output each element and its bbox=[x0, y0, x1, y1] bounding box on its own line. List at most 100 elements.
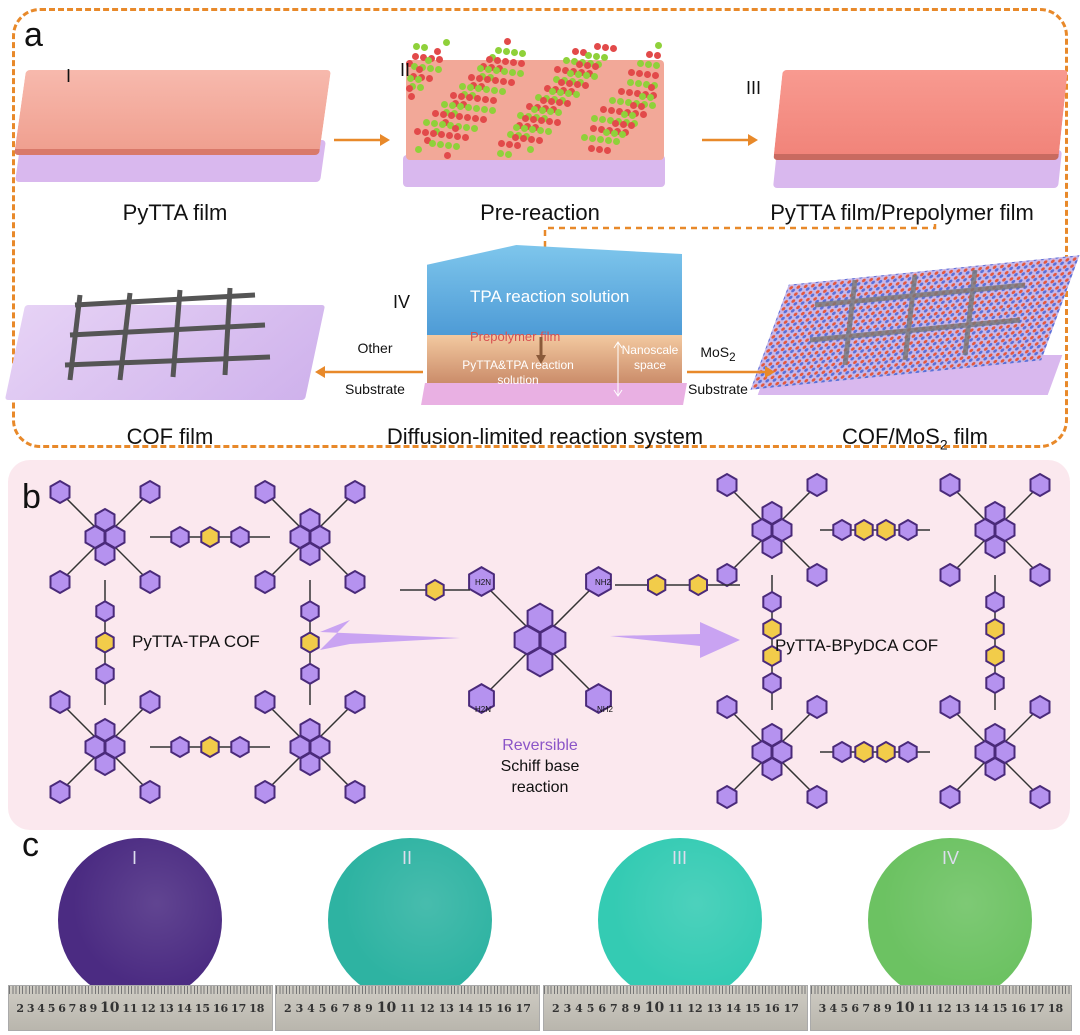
linker-ring bbox=[898, 518, 918, 542]
nanoscale-space-text: Nanoscale space bbox=[621, 343, 679, 372]
caption-cof-film: COF film bbox=[126, 424, 214, 449]
phenyl-ring bbox=[254, 569, 276, 595]
ruler-number: 16 bbox=[496, 1001, 512, 1015]
ruler-number: 13 bbox=[158, 1001, 174, 1015]
ruler-number: 4 bbox=[575, 1001, 583, 1015]
phenyl-ring bbox=[585, 683, 612, 714]
linker-ring bbox=[300, 631, 320, 654]
linker-ring bbox=[95, 600, 115, 623]
reaction-text: reaction bbox=[511, 779, 569, 796]
phenyl-ring bbox=[806, 562, 828, 588]
phenyl-ring bbox=[939, 784, 961, 810]
pyrene-ring bbox=[299, 751, 321, 777]
phenyl-ring bbox=[344, 779, 366, 805]
ruler-number: 4 bbox=[307, 1001, 315, 1015]
ruler-number: 2 bbox=[551, 1001, 560, 1015]
linker-ring bbox=[832, 740, 852, 764]
cof-mos2-film-illustration bbox=[750, 255, 1080, 415]
phenyl-ring bbox=[1029, 784, 1051, 810]
subscript: 2 bbox=[729, 350, 736, 364]
ruler-number: 6 bbox=[58, 1001, 66, 1015]
substrate-text: Substrate bbox=[345, 381, 405, 397]
ruler-number: 11 bbox=[400, 1001, 416, 1015]
linker-ring bbox=[200, 735, 220, 759]
ruler-number: 13 bbox=[438, 1001, 454, 1015]
caption-pre-reaction: Pre-reaction bbox=[480, 200, 600, 225]
ruler-number: 13 bbox=[706, 1001, 722, 1015]
panel-b-label: b bbox=[22, 478, 41, 516]
linker-ring bbox=[985, 590, 1005, 614]
ruler-number: 9 bbox=[884, 1001, 892, 1015]
ruler-number: 11 bbox=[917, 1001, 934, 1015]
phenyl-ring bbox=[344, 479, 366, 505]
panel-c-label: c bbox=[22, 826, 39, 864]
ruler-number: 11 bbox=[668, 1001, 684, 1015]
wafer-numeral: I bbox=[132, 848, 138, 868]
linker-ring bbox=[832, 518, 852, 542]
pyrene-ring bbox=[761, 722, 783, 748]
phenyl-ring bbox=[716, 784, 738, 810]
ruler-number: 7 bbox=[609, 1001, 618, 1015]
double-arrow-icon bbox=[613, 341, 623, 397]
phenyl-ring bbox=[806, 694, 828, 720]
ruler-number: 5 bbox=[840, 1001, 849, 1015]
pyrene-ring bbox=[526, 646, 554, 678]
arrow-right-icon bbox=[334, 134, 390, 146]
ruler-number: 10 bbox=[376, 1000, 397, 1016]
mos2-text: MoS2 bbox=[678, 344, 758, 366]
ruler-number: 14 bbox=[725, 1001, 742, 1015]
phenyl-ring bbox=[139, 689, 161, 715]
down-arrow-icon bbox=[536, 337, 546, 364]
ruler-number: 14 bbox=[457, 1001, 474, 1015]
phenyl-ring bbox=[254, 689, 276, 715]
pytta-tpa-cof-label: PyTTA-TPA COF bbox=[132, 632, 260, 651]
ruler-number: 12 bbox=[419, 1001, 435, 1015]
linker-ring bbox=[854, 518, 874, 542]
tpa-solution-text: TPA reaction solution bbox=[470, 287, 630, 306]
panel-a-label: a bbox=[24, 16, 43, 54]
pytta-bpydca-cof-label: PyTTA-BPyDCA COF bbox=[775, 636, 939, 655]
ruler-number: 3 bbox=[563, 1001, 572, 1015]
linker-ring bbox=[170, 735, 190, 759]
ruler-number: 6 bbox=[598, 1001, 606, 1015]
step-numeral-i: I bbox=[66, 66, 72, 86]
ruler-number: 12 bbox=[140, 1001, 156, 1015]
step-numeral-ii: II bbox=[400, 60, 411, 80]
step-numeral-iii: III bbox=[746, 78, 762, 98]
phenyl-ring bbox=[254, 779, 276, 805]
prepolymer-film-text: Prepolymer film bbox=[470, 329, 561, 344]
phenyl-ring bbox=[1029, 694, 1051, 720]
linker-ring bbox=[762, 671, 782, 695]
pyrene-ring bbox=[984, 534, 1006, 560]
linker-ring bbox=[876, 740, 896, 764]
phenyl-ring bbox=[585, 566, 612, 597]
ruler-number: 9 bbox=[365, 1001, 373, 1015]
pytta-film-illustration bbox=[10, 60, 331, 190]
ruler-number: 15 bbox=[477, 1001, 493, 1015]
other-substrate-label: Other bbox=[335, 340, 415, 356]
linker-ring bbox=[762, 590, 782, 614]
arrow-left-icon bbox=[315, 366, 423, 378]
ruler-number: 3 bbox=[26, 1001, 35, 1015]
step-numeral-iv: IV bbox=[393, 292, 411, 312]
ruler-number: 2 bbox=[283, 1001, 292, 1015]
pyrene-ring bbox=[299, 717, 321, 743]
ruler-number: 5 bbox=[318, 1001, 327, 1015]
pyrene-ring bbox=[299, 507, 321, 533]
caption-prepolymer-film: PyTTA film/Prepolymer film bbox=[770, 200, 1034, 225]
linker-ring bbox=[647, 573, 667, 597]
caption-sub: 2 bbox=[939, 436, 948, 453]
schiff-base-text: Schiff base bbox=[500, 758, 580, 775]
ruler-number: 2 bbox=[16, 1001, 25, 1015]
ruler-number: 15 bbox=[745, 1001, 761, 1015]
phenyl-ring bbox=[806, 784, 828, 810]
ruler-number: 10 bbox=[895, 1000, 915, 1016]
wafer-4 bbox=[868, 838, 1032, 1002]
phenyl-ring bbox=[254, 479, 276, 505]
linker-ring bbox=[230, 525, 250, 549]
ruler-number: 18 bbox=[1047, 1001, 1064, 1015]
ruler-number: 6 bbox=[851, 1001, 860, 1015]
phenyl-ring bbox=[139, 479, 161, 505]
